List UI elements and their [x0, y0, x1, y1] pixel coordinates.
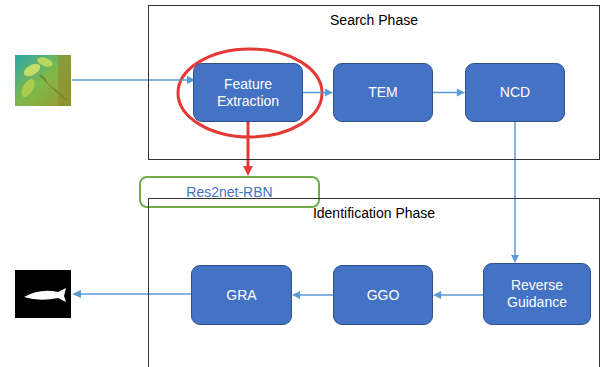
- box-label: TEM: [362, 84, 404, 101]
- flow-arrow: [303, 89, 333, 97]
- phase-title: Identification Phase: [149, 205, 599, 221]
- box-label: GGO: [361, 287, 406, 304]
- process-box: Feature Extraction: [193, 63, 303, 122]
- box-label: Reverse Guidance: [484, 277, 590, 311]
- flow-arrow: [511, 122, 519, 263]
- process-box: Reverse Guidance: [483, 263, 591, 325]
- output-mask: [15, 270, 71, 318]
- box-label: Feature Extraction: [194, 76, 302, 110]
- box-label: NCD: [494, 84, 536, 101]
- process-box: GRA: [191, 265, 292, 325]
- phase-region: Search PhaseFeature Extraction TEM NCD: [148, 5, 600, 160]
- process-box: NCD: [465, 63, 565, 122]
- process-box: GGO: [333, 265, 433, 325]
- box-label: GRA: [220, 287, 262, 304]
- callout-box: Res2net-RBN: [139, 176, 320, 208]
- phase-region: Identification PhaseReverse Guidance GGO G…: [148, 198, 600, 367]
- flow-arrow: [433, 89, 465, 97]
- flow-arrow: [433, 291, 483, 299]
- flow-arrow: [292, 291, 333, 299]
- flow-arrow: [243, 122, 253, 176]
- process-box: TEM: [333, 63, 433, 122]
- input-arrow: [72, 76, 196, 84]
- output-arrow: [72, 290, 191, 298]
- phase-title: Search Phase: [149, 12, 599, 28]
- highlight-ellipse: [178, 49, 322, 137]
- input-image: [15, 55, 71, 106]
